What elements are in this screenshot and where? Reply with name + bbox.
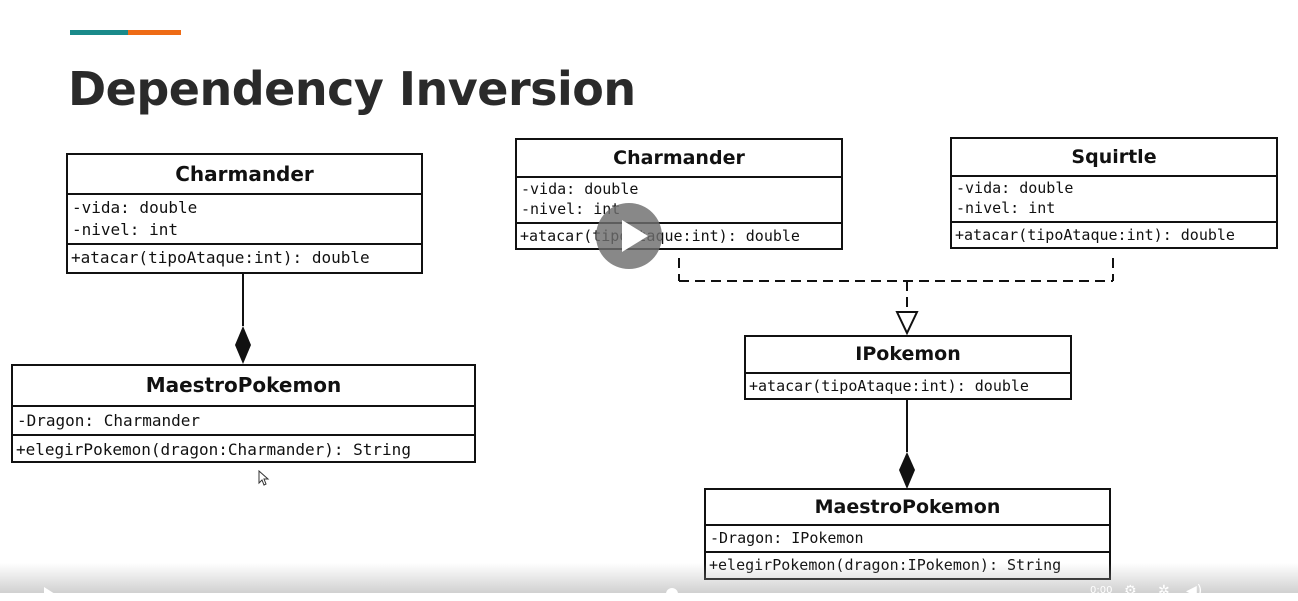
- accent-bar-orange: [128, 30, 181, 35]
- class-operations: +atacar(tipoAtaque:int): double: [746, 374, 1070, 398]
- class-attributes: -vida: double -nivel: int: [517, 178, 841, 224]
- composition-diamond-left: [235, 326, 251, 364]
- attribute-nivel: -nivel: int: [956, 199, 1056, 217]
- uml-class-charmander-right: Charmander -vida: double -nivel: int +at…: [515, 138, 843, 250]
- uml-class-maestropokemon-left: MaestroPokemon -Dragon: Charmander +eleg…: [11, 364, 476, 463]
- play-icon: [622, 220, 648, 252]
- mouse-cursor-icon: [258, 470, 270, 486]
- realization-arrowhead: [895, 311, 919, 336]
- attribute-dragon: -Dragon: IPokemon: [710, 529, 864, 547]
- operation-elegirpokemon: +elegirPokemon(dragon:Charmander): Strin…: [16, 440, 411, 459]
- seek-slider[interactable]: [666, 588, 678, 600]
- uml-class-squirtle: Squirtle -vida: double -nivel: int +atac…: [950, 137, 1278, 249]
- attribute-nivel: -nivel: int: [521, 200, 621, 218]
- play-icon[interactable]: [44, 587, 55, 601]
- expand-icon[interactable]: ✲: [1158, 583, 1170, 599]
- class-operations: +atacar(tipoAtaque:int): double: [517, 224, 841, 248]
- operation-atacar: +atacar(tipoAtaque:int): double: [955, 226, 1235, 244]
- class-name: IPokemon: [746, 337, 1070, 374]
- time-readout: 0:00: [1090, 585, 1113, 596]
- operation-atacar: +atacar(tipoAtaque:int): double: [71, 248, 370, 267]
- operation-atacar: +atacar(tipoAtaque:int): double: [749, 377, 1029, 395]
- class-operations: +elegirPokemon(dragon:Charmander): Strin…: [13, 436, 474, 461]
- slide-title: Dependency Inversion: [68, 62, 636, 116]
- class-attributes: -vida: double -nivel: int: [68, 195, 421, 245]
- class-name: Charmander: [68, 155, 421, 195]
- realization-dashed-lines: [678, 258, 1114, 312]
- attribute-vida: -vida: double: [72, 198, 198, 217]
- attribute-nivel: -nivel: int: [72, 220, 178, 239]
- accent-bar-teal: [70, 30, 128, 35]
- class-name: Squirtle: [952, 139, 1276, 177]
- attribute-dragon: -Dragon: Charmander: [17, 411, 201, 430]
- uml-interface-ipokemon: IPokemon +atacar(tipoAtaque:int): double: [744, 335, 1072, 400]
- class-attributes: -Dragon: IPokemon: [706, 526, 1109, 553]
- gear-icon[interactable]: ⚙: [1124, 583, 1137, 599]
- attribute-vida: -vida: double: [956, 179, 1074, 197]
- class-name: Charmander: [517, 140, 841, 178]
- composition-diamond-right: [899, 452, 915, 489]
- operation-atacar: +atacar(tipoAtaque:int): double: [520, 227, 800, 245]
- class-operations: +atacar(tipoAtaque:int): double: [68, 245, 421, 270]
- class-operations: +atacar(tipoAtaque:int): double: [952, 223, 1276, 247]
- class-attributes: -vida: double -nivel: int: [952, 177, 1276, 223]
- class-name: MaestroPokemon: [13, 366, 474, 407]
- class-name: MaestroPokemon: [706, 490, 1109, 526]
- class-attributes: -Dragon: Charmander: [13, 407, 474, 436]
- attribute-vida: -vida: double: [521, 180, 639, 198]
- volume-icon[interactable]: ◀): [1186, 583, 1203, 599]
- video-control-bar: 0:00 ⚙ ✲ ◀): [0, 563, 1298, 601]
- uml-class-charmander-left: Charmander -vida: double -nivel: int +at…: [66, 153, 423, 274]
- video-play-button[interactable]: [596, 203, 662, 269]
